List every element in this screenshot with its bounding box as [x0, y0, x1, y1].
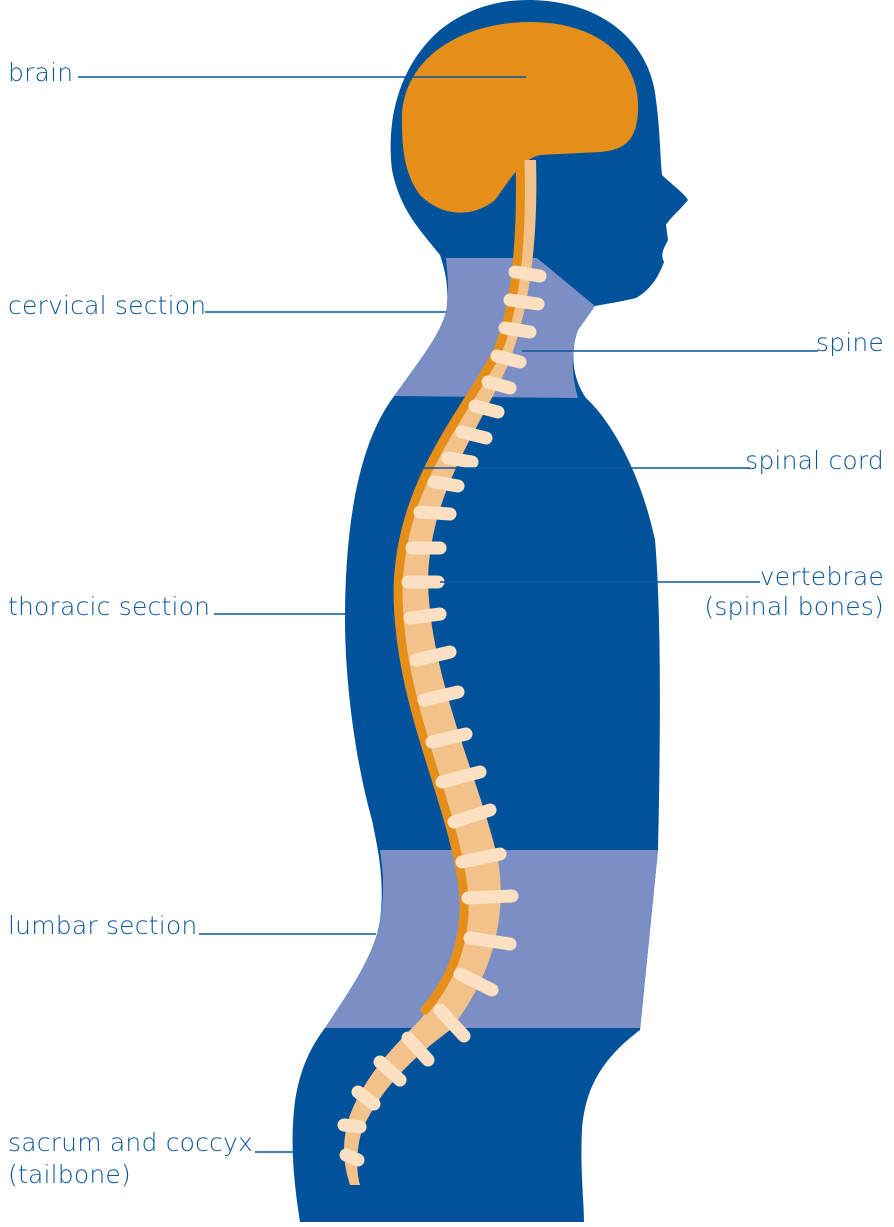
vertebrae-sublabel: (spinal bones) — [704, 592, 884, 622]
spine-label: spine — [816, 328, 884, 358]
brain-label: brain — [8, 58, 73, 88]
thoracic-section-label: thoracic section — [8, 592, 210, 622]
cervical-section-label: cervical section — [8, 291, 206, 321]
tailbone-sublabel: (tailbone) — [8, 1160, 131, 1190]
lumbar-section-label: lumbar section — [8, 911, 197, 941]
sacrum-coccyx-label: sacrum and coccyx — [8, 1128, 253, 1158]
spinal-cord-label: spinal cord — [745, 446, 884, 476]
vertebrae-label: vertebrae — [760, 562, 884, 592]
